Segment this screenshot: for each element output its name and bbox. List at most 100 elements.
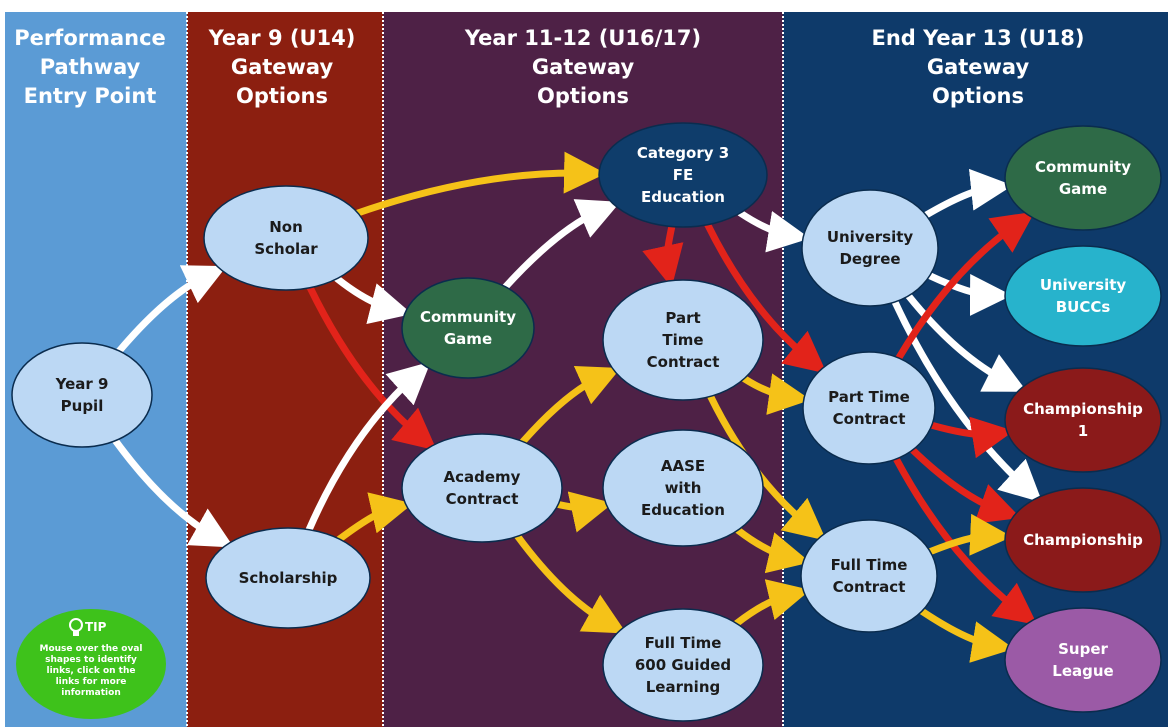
node-oval[interactable] — [598, 122, 768, 228]
link-arrow-fulltime2-to-champ[interactable] — [926, 513, 1013, 556]
tip-line: Mouse over the oval — [39, 644, 142, 654]
link-arrow-fulltime2-to-superleague[interactable] — [918, 607, 1015, 663]
node-oval[interactable] — [602, 279, 764, 401]
link-arrow-pupil-to-nonscholar[interactable] — [115, 265, 227, 355]
link-arrow-nonscholar-to-community1[interactable] — [333, 275, 413, 325]
column-title-year11: Year 11-12 (U16/17) — [464, 26, 701, 50]
column-title-year13: Options — [932, 84, 1024, 108]
node-champ1[interactable]: Championship 1 — [1004, 367, 1162, 473]
node-scholarship[interactable]: Scholarship — [205, 527, 371, 629]
link-arrow-cat3-to-parttime2[interactable] — [704, 221, 827, 374]
node-oval[interactable] — [401, 433, 563, 543]
node-oval[interactable] — [1004, 125, 1162, 231]
node-label: 600 Guided — [635, 656, 731, 674]
node-oval[interactable] — [1004, 487, 1162, 593]
node-label: Pupil — [61, 397, 104, 415]
column-title-entry: Entry Point — [24, 84, 157, 108]
node-label: with — [665, 479, 702, 497]
node-oval[interactable] — [801, 189, 939, 307]
node-champ[interactable]: Championship — [1004, 487, 1162, 593]
node-oval[interactable] — [1004, 245, 1162, 347]
tip-line: links, click on the — [47, 666, 136, 676]
link-arrow-academy-to-aase[interactable] — [554, 491, 614, 533]
link-arrow-university-to-champ1[interactable] — [905, 292, 1028, 392]
link-arrow-cat3-to-university[interactable] — [736, 209, 811, 253]
node-oval[interactable] — [401, 277, 535, 379]
link-arrow-community1-to-cat3[interactable] — [502, 199, 621, 291]
node-oval[interactable] — [1004, 367, 1162, 473]
node-oval[interactable] — [1004, 607, 1162, 713]
node-label: University — [827, 228, 914, 246]
node-label: Contract — [647, 353, 720, 371]
node-label: Championship — [1023, 400, 1143, 418]
node-oval[interactable] — [602, 608, 764, 722]
node-oval[interactable] — [800, 519, 938, 633]
link-arrow-scholarship-to-community1[interactable] — [305, 361, 431, 534]
node-label: Learning — [646, 678, 721, 696]
link-arrow-scholarship-to-academy[interactable] — [335, 492, 413, 543]
link-arrow-aase-to-fulltime2[interactable] — [734, 526, 811, 574]
node-label: Education — [641, 188, 725, 206]
node-oval[interactable] — [11, 342, 153, 448]
link-arrow-academy-to-parttime1[interactable] — [519, 366, 621, 446]
link-arrow-cat3-to-parttime1[interactable] — [642, 223, 684, 288]
link-arrow-nonscholar-to-cat3[interactable] — [354, 151, 607, 217]
node-label: Championship — [1023, 531, 1143, 549]
column-title-year11: Gateway — [532, 55, 635, 79]
node-label: Time — [662, 331, 703, 349]
link-arrow-academy-to-fulltime600[interactable] — [514, 532, 627, 634]
node-oval[interactable] — [205, 527, 371, 629]
tip-heading: TIP — [85, 620, 107, 634]
node-label: Full Time — [645, 634, 722, 652]
node-label: Education — [641, 501, 725, 519]
link-arrow-fulltime600-to-fulltime2[interactable] — [733, 579, 811, 627]
link-arrow-university-to-champ[interactable] — [891, 298, 1043, 503]
node-oval[interactable] — [602, 429, 764, 547]
node-label: Contract — [833, 578, 906, 596]
node-label: League — [1052, 662, 1113, 680]
node-label: Part — [665, 309, 700, 327]
column-title-year13: Gateway — [927, 55, 1030, 79]
node-label: Community — [1035, 158, 1131, 176]
tip-line: information — [61, 688, 120, 698]
link-arrow-nonscholar-to-academy[interactable] — [306, 284, 437, 451]
link-arrow-university-to-community2[interactable] — [922, 168, 1013, 219]
link-arrow-university-to-bucc[interactable] — [926, 272, 1013, 316]
node-label: Degree — [839, 250, 900, 268]
node-label: 1 — [1078, 422, 1088, 440]
node-label: Game — [1059, 180, 1107, 198]
node-label: University — [1040, 276, 1127, 294]
tip-line: shapes to identify — [45, 655, 137, 665]
node-label: FE — [673, 166, 694, 184]
node-oval[interactable] — [802, 351, 936, 465]
tip-line: links for more — [56, 677, 127, 687]
lightbulb-icon — [69, 618, 83, 636]
link-arrow-pupil-to-scholarship[interactable] — [111, 437, 234, 548]
node-oval[interactable] — [203, 185, 369, 291]
link-arrow-parttime2-to-champ[interactable] — [909, 446, 1021, 524]
link-arrow-parttime1-to-parttime2[interactable] — [740, 373, 811, 415]
column-title-year13: End Year 13 (U18) — [871, 26, 1084, 50]
column-title-year11: Options — [537, 84, 629, 108]
link-arrow-parttime2-to-champ1[interactable] — [928, 416, 1015, 459]
column-title-year9: Year 9 (U14) — [208, 26, 356, 50]
node-label: Community — [420, 308, 516, 326]
tip-box: TIP Mouse over the oval shapes to identi… — [16, 609, 166, 719]
link-arrow-parttime2-to-community2[interactable] — [895, 211, 1035, 362]
